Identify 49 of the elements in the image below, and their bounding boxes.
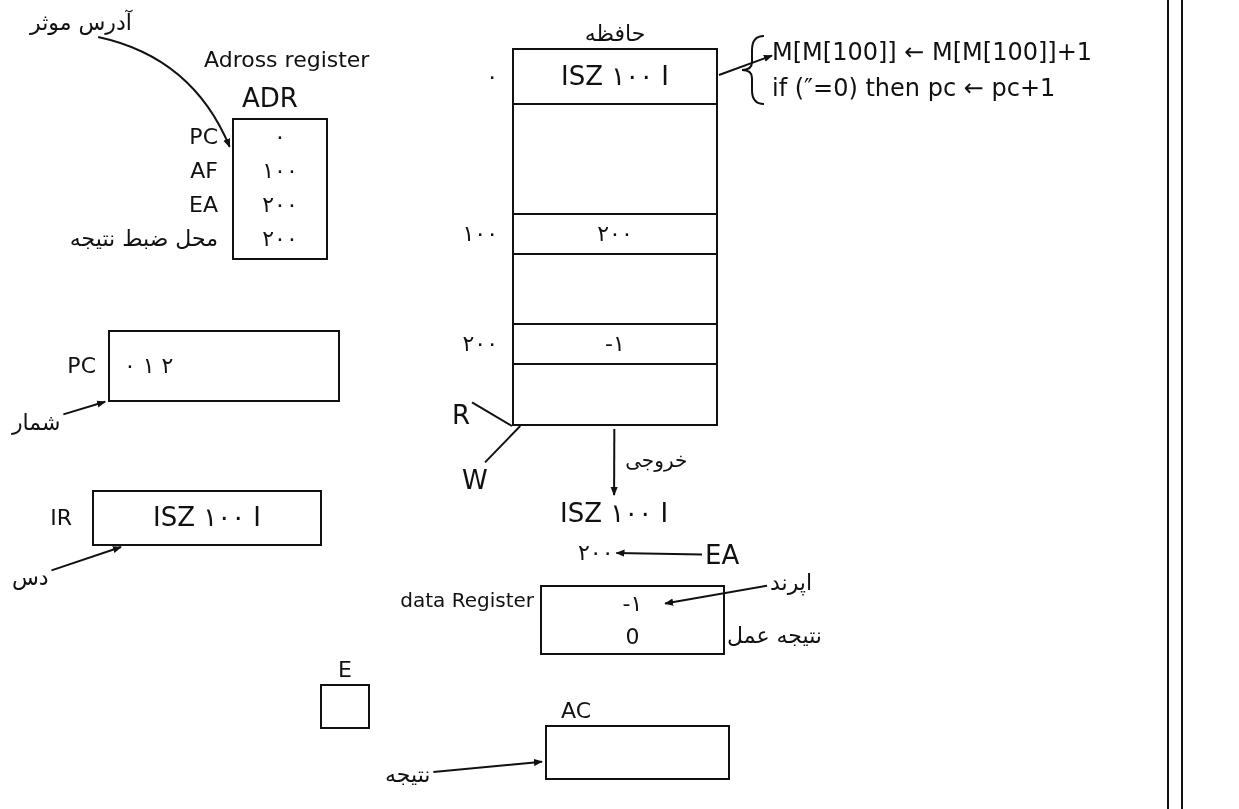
annotation-text: شمار (12, 410, 61, 435)
register-value: ۲۰۰ (262, 226, 298, 252)
arrow (62, 400, 107, 416)
register-title: data Register (400, 588, 534, 612)
arrow (615, 549, 703, 557)
annotation-text: دس (12, 565, 49, 590)
memory-title: حافظه (584, 20, 646, 46)
register-value: ۱۰۰ (262, 158, 298, 184)
annotation-text: نتیجه عمل (727, 623, 822, 649)
cell-value: ISZ ۱۰۰ I (560, 61, 670, 92)
signal-line (471, 401, 513, 427)
register-name: PC (67, 353, 96, 379)
signal-label: R (452, 400, 471, 430)
arrow (718, 54, 773, 77)
arrow (664, 584, 769, 606)
arrow (610, 428, 618, 496)
register-value: ISZ ۱۰۰ I (152, 503, 262, 533)
row-label: AF (190, 158, 218, 184)
register-name: AC (561, 697, 592, 723)
arrow (97, 35, 231, 148)
register-title: Adross register (204, 46, 370, 72)
address-label: ۱۰۰ (462, 221, 498, 247)
row-label: PC (189, 124, 218, 150)
signal-line (484, 425, 522, 464)
address-value: ۲۰۰ (578, 540, 614, 565)
signal-label: W (462, 465, 488, 495)
register-value: ۰ (274, 124, 286, 150)
register-name: EA (705, 540, 740, 570)
row-label: EA (189, 192, 218, 218)
register-name: IR (50, 505, 72, 531)
register-name: ADR (242, 84, 298, 114)
annotation-text: نتیجه (385, 762, 431, 787)
cell-value: ۲۰۰ (597, 221, 633, 247)
register-name: E (338, 656, 352, 682)
address-label: ۲۰۰ (462, 331, 498, 357)
register-value: -۱ (622, 590, 643, 617)
annotation-text: آدرس موثر (30, 10, 132, 35)
formula-text: M[M[100]] ← M[M[100]]+1 (772, 37, 1093, 68)
cell-value: -۱ (605, 331, 625, 357)
register-value: 0 (625, 623, 640, 650)
register-value: ۲۰۰ (262, 192, 298, 218)
arrow (432, 758, 543, 774)
instruction-text: ISZ ۱۰۰ I (560, 498, 669, 528)
register-value: ۰ ۱ ۲ (124, 353, 174, 379)
address-label: ۰ (486, 63, 498, 90)
row-label: محل ضبط نتیجه (69, 226, 218, 252)
arrow (50, 545, 122, 572)
formula-text: if (″=0) then pc ← pc+1 (772, 73, 1056, 104)
annotation-text: اپرند (770, 570, 813, 595)
